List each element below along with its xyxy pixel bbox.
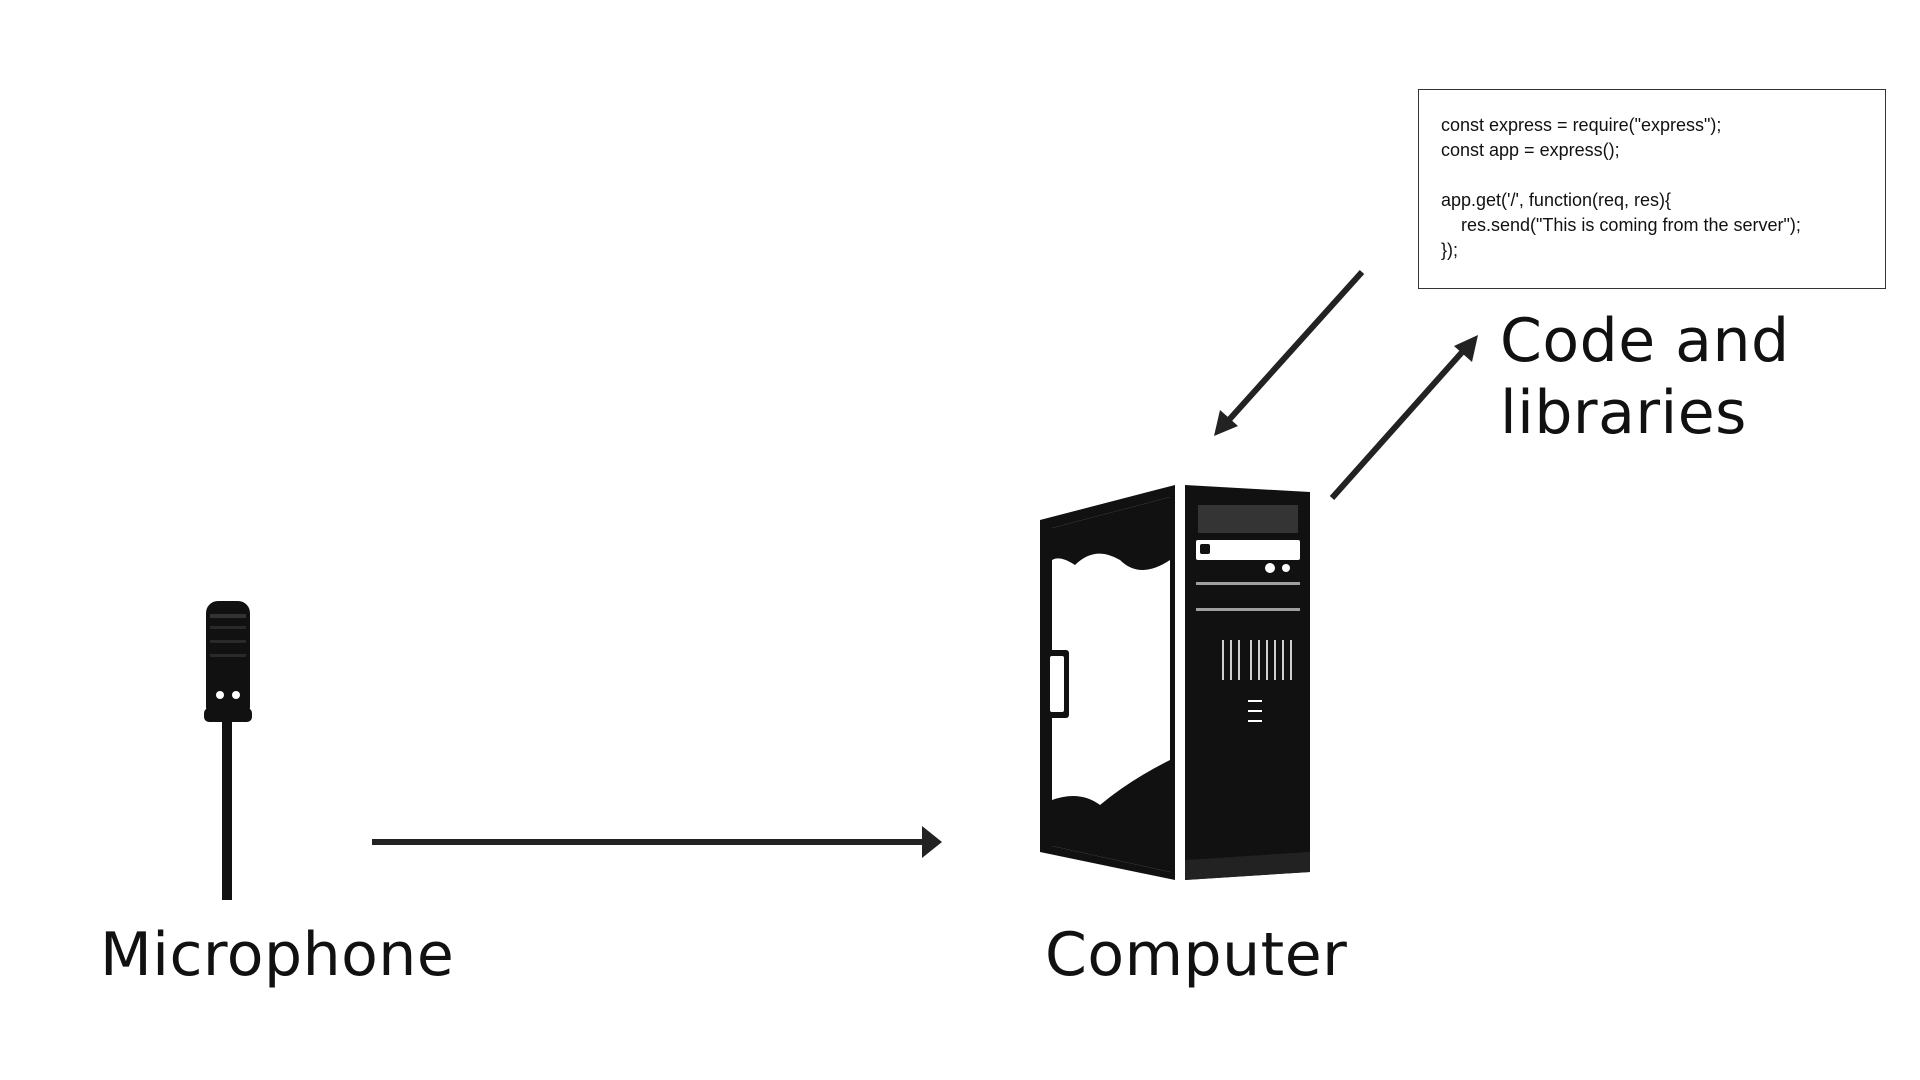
arrow-microphone-to-computer [372, 826, 942, 858]
code-snippet-box: const express = require("express"); cons… [1418, 89, 1886, 289]
code-line: app.get('/', function(req, res){ [1441, 190, 1671, 210]
computer-label: Computer [1045, 920, 1348, 990]
code-line: const app = express(); [1441, 140, 1620, 160]
code-and-libraries-label: Code and libraries [1500, 305, 1790, 449]
arrow-code-to-computer [1214, 269, 1365, 436]
microphone-label: Microphone [100, 920, 455, 990]
code-line: res.send("This is coming from the server… [1441, 215, 1801, 235]
code-label-line-2: libraries [1500, 378, 1747, 448]
code-line: }); [1441, 240, 1459, 260]
code-label-line-1: Code and [1500, 306, 1790, 376]
computer-tower-icon [1040, 485, 1310, 880]
arrow-computer-to-code [1329, 335, 1478, 500]
microphone-icon [204, 601, 252, 900]
code-line: const express = require("express"); [1441, 115, 1722, 135]
